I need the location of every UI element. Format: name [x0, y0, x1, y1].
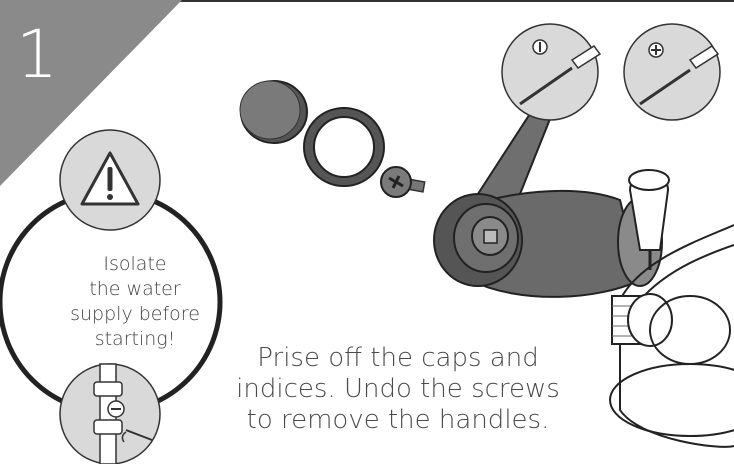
step-number: 1 — [16, 22, 76, 88]
instruction-line: indices. Undo the screws — [208, 374, 588, 405]
isolation-valve-icon — [60, 364, 160, 464]
warning-line: starting! — [60, 327, 210, 352]
index-ring-part — [304, 108, 384, 186]
instruction-line: Prise off the caps and — [208, 343, 588, 374]
phillips-screwdriver-icon — [624, 24, 720, 120]
warning-line: supply before — [60, 302, 210, 327]
warning-message: Isolate the water supply before starting… — [60, 252, 210, 352]
warning-triangle-icon — [60, 130, 160, 230]
cap-part — [240, 81, 307, 143]
warning-line: the water — [60, 277, 210, 302]
instruction-line: to remove the handles. — [208, 405, 588, 436]
warning-line: Isolate — [60, 252, 210, 277]
instruction-text: Prise off the caps and indices. Undo the… — [208, 343, 588, 436]
screw-part — [381, 167, 425, 197]
flat-screwdriver-icon — [502, 24, 600, 120]
